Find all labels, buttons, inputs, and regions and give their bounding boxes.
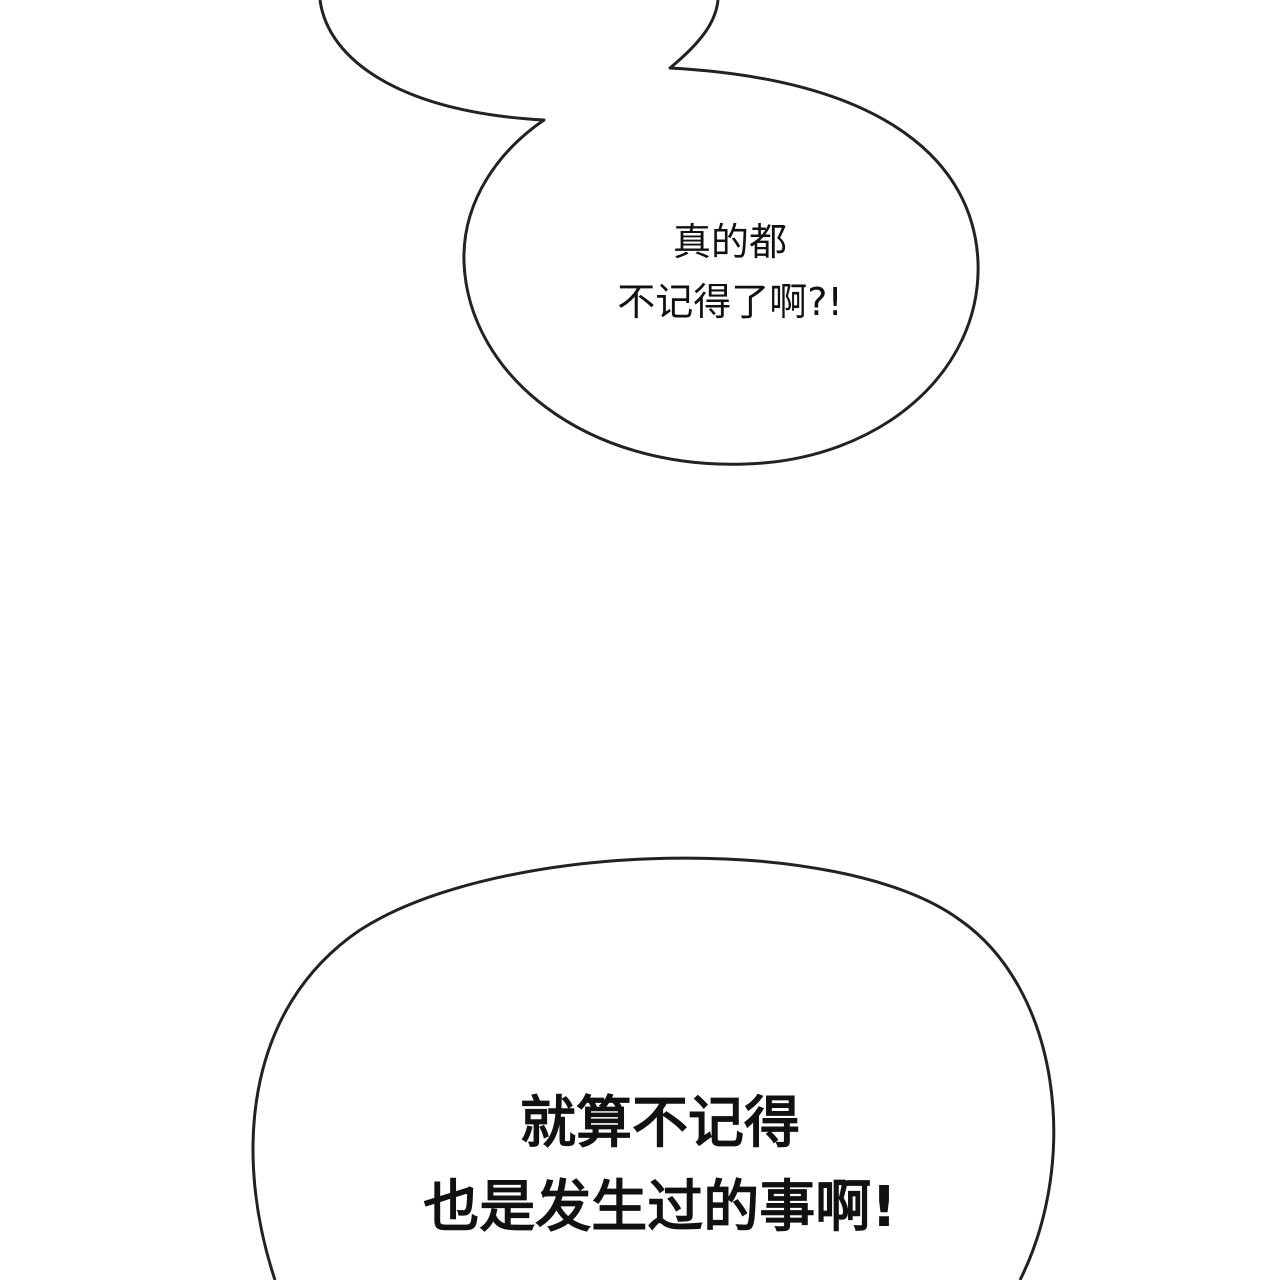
speech-bubble-text-2: 就算不记得 也是发生过的事啊!	[280, 1082, 1040, 1250]
speech-bubble-1-line-1: 真的都	[672, 220, 787, 264]
speech-bubble-bottom-outline	[251, 856, 1056, 1280]
speech-bubble-top-outline	[318, 0, 980, 466]
speech-bubble-2-line-1: 就算不记得	[520, 1091, 800, 1156]
speech-bubble-text-1: 真的都 不记得了啊?!	[520, 212, 940, 332]
speech-bubble-1-line-2: 不记得了啊?!	[617, 280, 843, 324]
speech-bubble-2-line-2: 也是发生过的事啊!	[423, 1175, 897, 1240]
